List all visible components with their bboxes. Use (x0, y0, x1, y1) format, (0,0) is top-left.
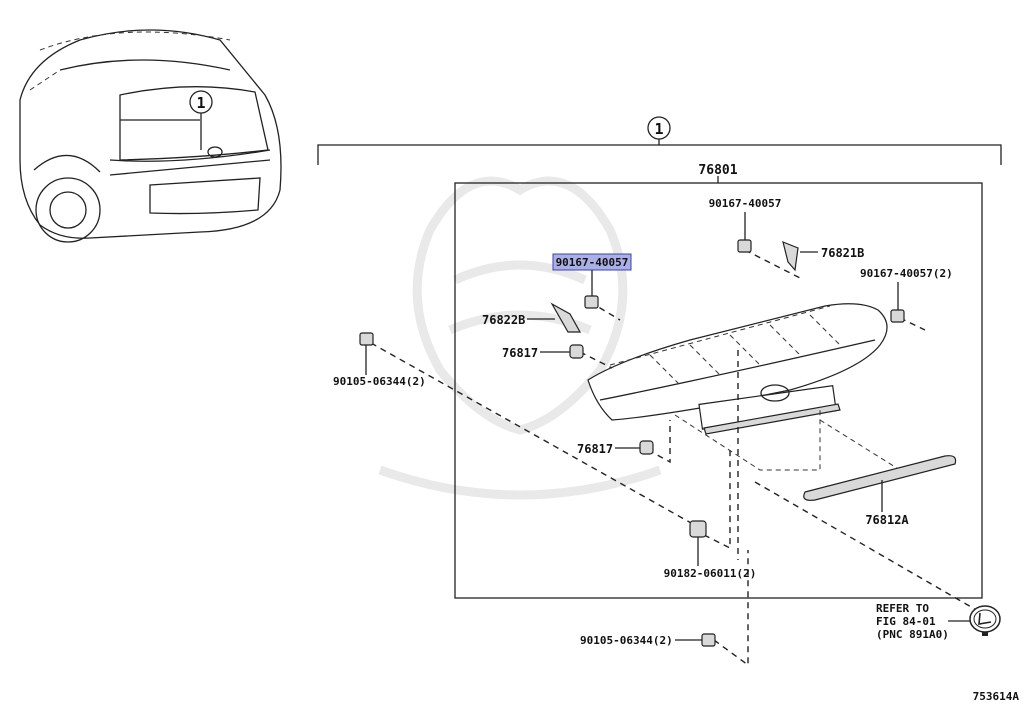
bracket-76821b[interactable] (782, 241, 818, 272)
assembly-part-number: 76801 (698, 163, 737, 178)
inset-callout: 1 (189, 90, 213, 150)
nut-top[interactable] (737, 212, 752, 253)
clip-lower[interactable] (615, 440, 654, 455)
screw-bottom[interactable] (675, 633, 716, 647)
vehicle-inset-illustration (19, 29, 282, 243)
assembly-callout-number: 1 (654, 120, 663, 138)
label-clip-lower: 76817 (577, 442, 613, 456)
label-nut-top: 90167-40057 (709, 197, 782, 210)
label-clip-upper: 76817 (502, 346, 538, 360)
refer-note-line3: (PNC 891A0) (876, 628, 949, 641)
bracket-76822b[interactable] (527, 302, 582, 333)
label-nut-right: 90167-40057(2) (860, 267, 953, 280)
label-bracket-76821b: 76821B (821, 246, 864, 260)
label-screw-left: 90105-06344(2) (333, 375, 426, 388)
watermark-emblem (378, 176, 662, 500)
spoiler-body (587, 303, 888, 435)
label-bracket-76822b: 76822B (482, 313, 525, 327)
nut-highlighted[interactable] (584, 270, 599, 309)
label-garnish: 76812A (865, 513, 909, 527)
label-grommet: 90182-06011(2) (664, 567, 757, 580)
inset-callout-number: 1 (196, 94, 205, 112)
refer-note-line1: REFER TO (876, 602, 929, 615)
label-screw-bottom: 90105-06344(2) (580, 634, 673, 647)
highlighted-part-label[interactable]: 90167-40057 (552, 253, 632, 271)
nut-right[interactable] (890, 282, 905, 323)
assembly-bracket: 1 (317, 116, 1002, 165)
clip-upper[interactable] (540, 344, 584, 359)
grommet[interactable] (689, 520, 707, 566)
figure-id: 753614A (973, 690, 1020, 703)
refer-note-line2: FIG 84-01 (876, 615, 936, 628)
garnish-76812a[interactable] (803, 455, 957, 512)
label-nut-highlighted: 90167-40057 (556, 256, 629, 269)
emblem-logo-icon[interactable] (969, 605, 1001, 636)
screw-left[interactable] (359, 332, 374, 375)
